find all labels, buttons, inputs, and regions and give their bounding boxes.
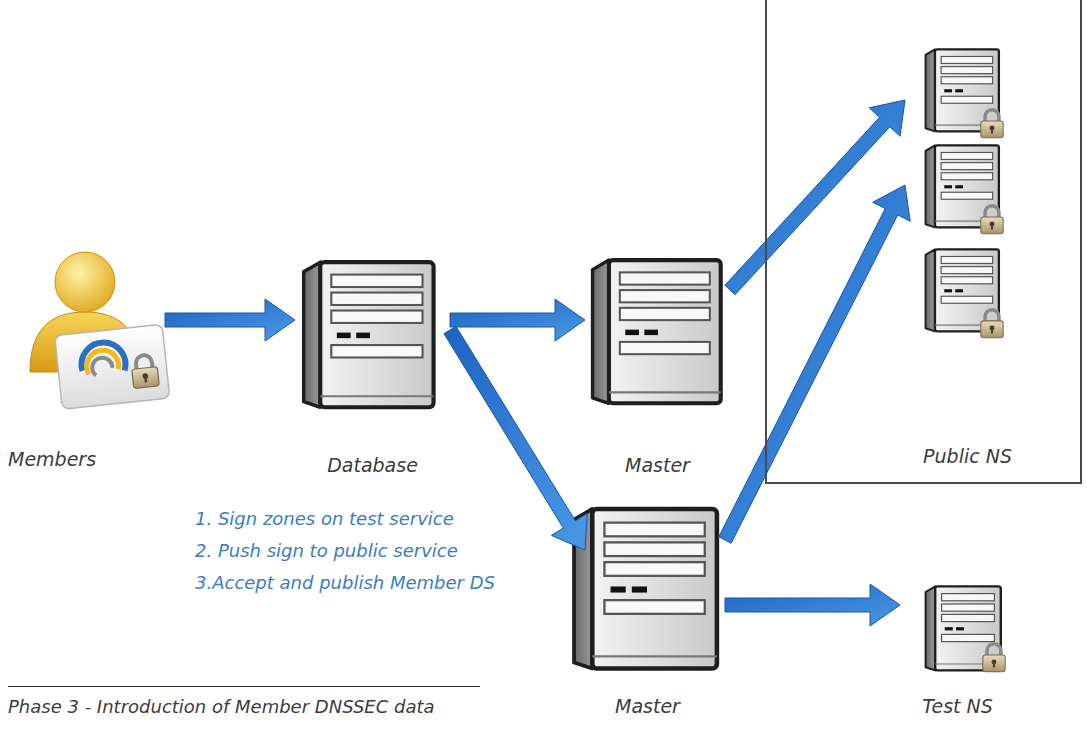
- member-node: Members: [2, 250, 165, 475]
- test-ns-node: Test NS: [900, 575, 1015, 721]
- test-server: [926, 586, 1006, 671]
- flow-arrow: [444, 326, 587, 550]
- member-icon: [30, 252, 170, 409]
- step-note: 1. Sign zones on test service: [195, 503, 495, 535]
- public-servers: [926, 49, 1004, 337]
- flow-arrow: [719, 185, 910, 543]
- node-label: Master: [625, 454, 690, 477]
- step-note: 3.Accept and publish Member DS: [195, 567, 495, 599]
- arrow-shape: [450, 299, 585, 341]
- node-label: Test NS: [922, 695, 993, 718]
- arrow-shape: [719, 185, 910, 543]
- database-node: Database: [295, 250, 450, 480]
- arrow-shape: [165, 299, 295, 341]
- arrow-shape: [725, 584, 900, 626]
- server-icon: [304, 262, 434, 407]
- master-node: Master: [570, 495, 725, 721]
- flow-arrow: [450, 299, 585, 341]
- step-list: 1. Sign zones on test service2. Push sig…: [195, 503, 495, 599]
- flow-arrow: [725, 584, 900, 626]
- node-label: Master: [615, 695, 680, 718]
- arrow-shape: [444, 326, 587, 550]
- arrow-shape: [725, 100, 905, 295]
- node-label: Database: [327, 454, 418, 477]
- caption-rule: Phase 3 - Introduction of Member DNSSEC …: [8, 686, 480, 717]
- flow-arrow: [725, 100, 905, 295]
- step-note: 2. Push sign to public service: [195, 535, 495, 567]
- server-icon: [574, 509, 717, 669]
- public-ns-region: Public NS: [765, 0, 1082, 484]
- node-label: Members: [8, 448, 96, 471]
- caption: Phase 3 - Introduction of Member DNSSEC …: [8, 696, 480, 717]
- flow-arrow: [165, 299, 295, 341]
- node-label: Public NS: [923, 445, 1012, 468]
- server-icon: [593, 260, 721, 403]
- master-node: Master: [585, 250, 730, 480]
